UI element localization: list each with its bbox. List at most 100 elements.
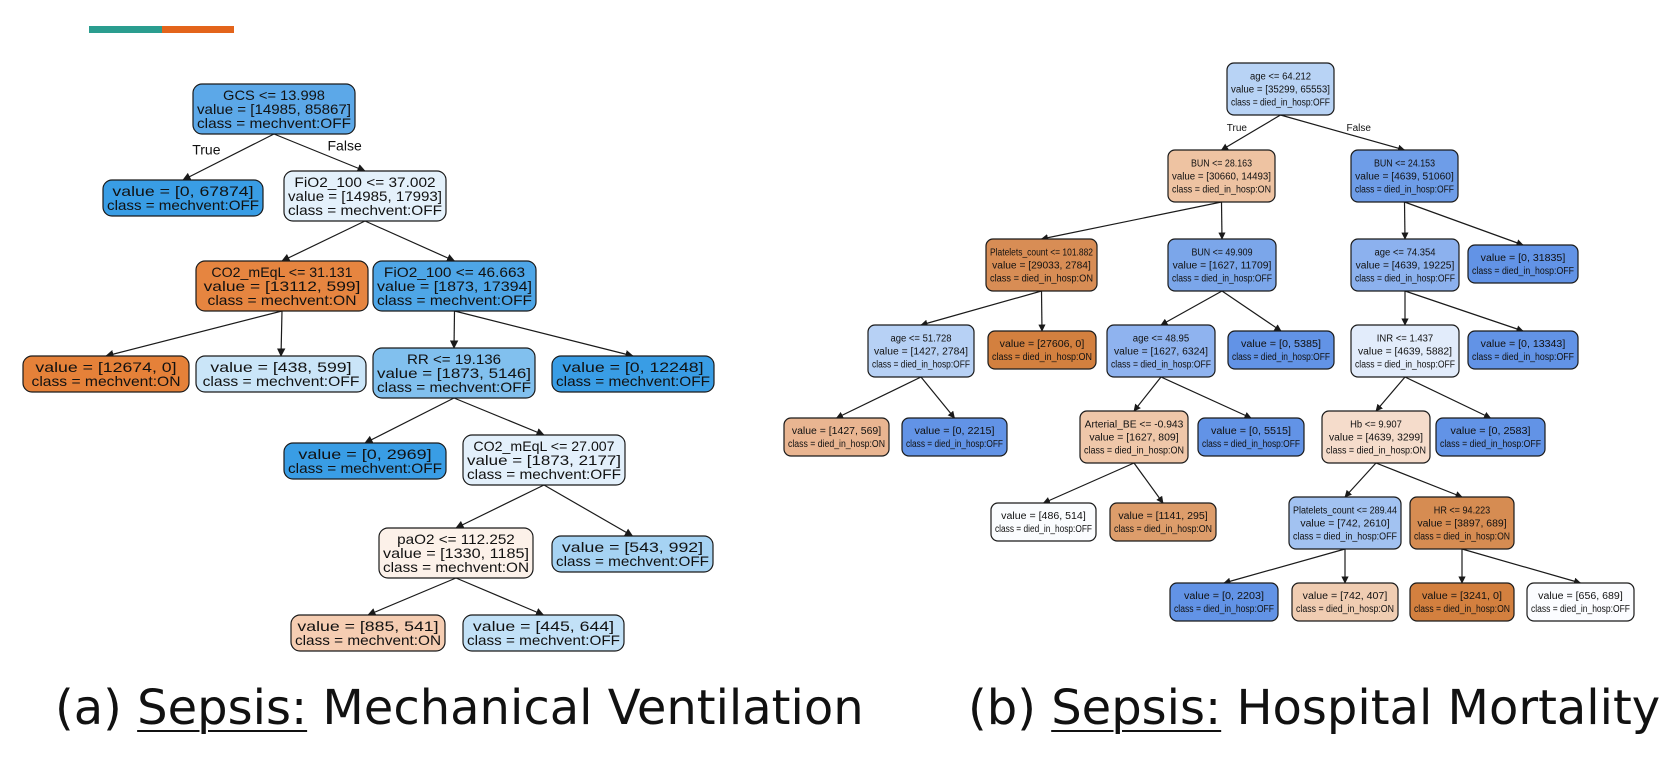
node-text: value = [885, 541] (297, 618, 438, 634)
tree-node: value = [0, 5515]class = died_in_hosp:OF… (1197, 417, 1305, 457)
node-text: class = mechvent:OFF (197, 115, 351, 131)
node-text: value = [13112, 599] (204, 278, 361, 294)
tree-edge (1133, 376, 1162, 412)
node-box (551, 535, 714, 573)
node-text: value = [4639, 3299] (1329, 433, 1423, 444)
node-text: BUN <= 24.153 (1374, 159, 1435, 170)
tree-edge (1404, 290, 1524, 333)
tree-edge (1040, 201, 1222, 242)
tree-node: value = [27606, 0]class = died_in_hosp:O… (987, 330, 1097, 370)
node-text: class = died_in_hosp:OFF (1440, 439, 1541, 450)
node-box (551, 355, 715, 393)
edge-label-true: True (192, 142, 220, 158)
tree-node: value = [3241, 0]class = died_in_hosp:ON (1409, 582, 1515, 622)
tree-edge (835, 376, 922, 419)
node-text: class = mechvent:OFF (203, 373, 360, 389)
node-text: class = mechvent:OFF (377, 379, 531, 395)
tree-edge (920, 290, 1042, 327)
node-text: class = mechvent:OFF (467, 632, 620, 648)
node-text: class = mechvent:OFF (556, 553, 709, 569)
node-text: GCS <= 13.998 (223, 87, 325, 103)
node-box (462, 614, 625, 652)
node-text: BUN <= 49.909 (1191, 248, 1252, 259)
node-text: age <= 48.95 (1133, 334, 1190, 345)
node-text: age <= 51.728 (890, 334, 952, 345)
node-text: value = [0, 31835] (1481, 253, 1566, 264)
node-text: HR <= 94.223 (1434, 506, 1491, 517)
tree-edge (281, 220, 366, 262)
caption-b-prefix: (b) (968, 680, 1052, 736)
edge-label-false: False (328, 138, 362, 154)
tree-edge (364, 397, 455, 444)
tree-node: value = [0, 2203]class = died_in_hosp:OF… (1169, 582, 1279, 622)
tree-edge (1375, 462, 1463, 498)
node-text: RR <= 19.136 (407, 351, 501, 367)
node-text: value = [0, 2215] (915, 426, 995, 437)
node-text: value = [4639, 5882] (1358, 347, 1452, 358)
node-box (1321, 410, 1431, 464)
node-text: class = died_in_hosp:ON (990, 274, 1093, 285)
node-text: value = [0, 2969] (298, 446, 431, 462)
tree-node: value = [742, 407]class = died_in_hosp:O… (1291, 582, 1399, 622)
node-text: class = died_in_hosp:OFF (906, 439, 1003, 450)
node-box (283, 170, 447, 222)
accent-bar-teal (89, 26, 162, 33)
tree-edge (1280, 114, 1406, 152)
node-text: class = mechvent:ON (32, 373, 181, 389)
node-text: class = died_in_hosp:OFF (1355, 274, 1455, 285)
node-text: value = [1627, 809] (1089, 433, 1179, 444)
node-text: class = died_in_hosp:ON (1114, 524, 1212, 535)
node-box (283, 442, 447, 480)
node-box (1079, 410, 1189, 464)
tree-edge (1223, 548, 1346, 585)
tree-edge (1160, 376, 1252, 419)
node-box (1288, 496, 1402, 550)
node-text: value = [742, 2610] (1300, 519, 1390, 530)
node-text: value = [0, 2203] (1184, 591, 1264, 602)
node-text: value = [1427, 2784] (874, 347, 968, 358)
tree-edge (455, 577, 545, 616)
node-box (987, 330, 1097, 370)
node-text: class = died_in_hosp:ON (1414, 532, 1510, 543)
tree-node: value = [486, 514]class = died_in_hosp:O… (990, 502, 1097, 542)
node-text: class = died_in_hosp:OFF (1531, 604, 1630, 615)
tree-node: value = [0, 2215] class = died_in_hosp:OF… (901, 417, 1008, 457)
tree-edge (273, 133, 366, 173)
node-text: value = [438, 599] (210, 359, 351, 375)
tree-node: value = [1427, 569]class = died_in_hosp:… (783, 417, 890, 457)
caption-a-underlined: Sepsis: (137, 680, 308, 736)
node-text: value = [29033, 2784] (992, 261, 1091, 272)
node-text: paO2 <= 112.252 (397, 531, 515, 547)
node-box (1467, 330, 1579, 370)
node-text: class = died_in_hosp:ON (788, 439, 885, 450)
tree-edge (1401, 201, 1409, 240)
node-text: value = [1873, 2177] (467, 452, 621, 468)
edge-label-false: False (1347, 123, 1372, 134)
node-text: Arterial_BE <= -0.943 (1085, 420, 1184, 431)
tree-edge (453, 397, 545, 437)
tree-edge (1375, 376, 1406, 412)
node-text: class = died_in_hosp:ON (992, 352, 1092, 363)
node-text: class = died_in_hosp:ON (1172, 185, 1271, 196)
tree-edge (1404, 201, 1524, 247)
tree-node: value = [0, 2583]class = died_in_hosp:OF… (1435, 417, 1546, 457)
node-text: value = [445, 644] (473, 618, 614, 634)
caption-b-rest: Hospital Mortality (1221, 680, 1661, 736)
node-text: class = mechvent:ON (383, 559, 529, 575)
tree-node: value = [0, 2969]class = mechvent:OFF (283, 442, 447, 480)
node-text: value = [0, 5385] (1241, 339, 1321, 350)
node-text: value = [12674, 0] (35, 359, 176, 375)
tree-node: Arterial_BE <= -0.943 value = [1627, 809]… (1079, 410, 1189, 464)
node-text: class = mechvent:OFF (107, 197, 259, 213)
tree-edge (543, 484, 634, 537)
node-box (1526, 582, 1635, 622)
node-text: Hb <= 9.907 (1350, 420, 1402, 431)
tree-edge (449, 310, 459, 349)
node-text: class = died_in_hosp:OFF (872, 360, 970, 371)
node-text: value = [4639, 51060] (1355, 172, 1454, 183)
